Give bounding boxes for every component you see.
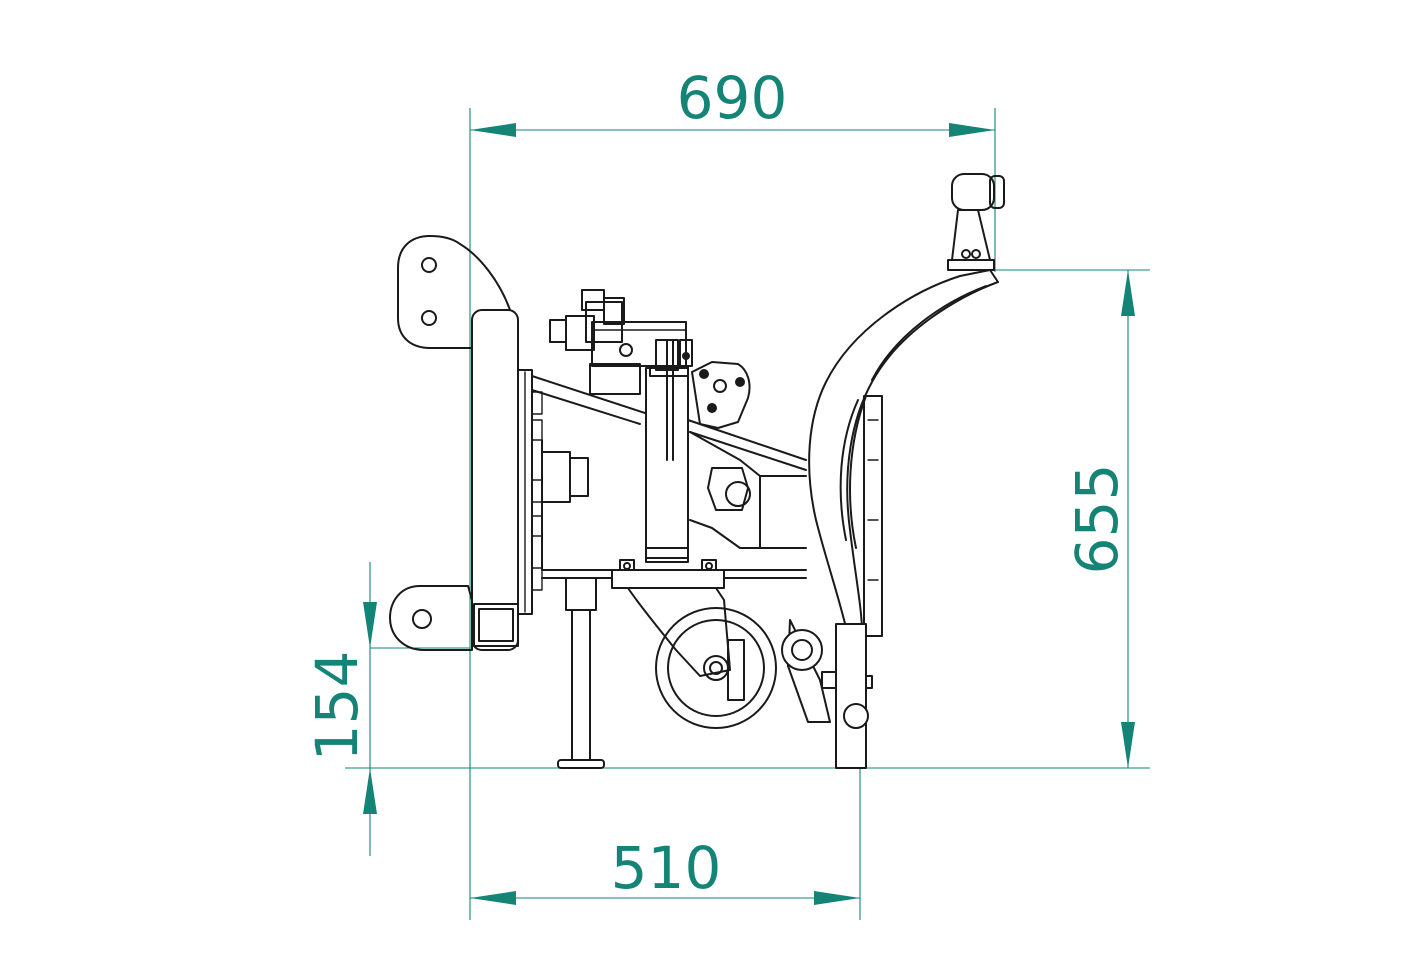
dim-overall-height: 655: [1063, 464, 1131, 575]
dim-base-width: 510: [611, 834, 722, 902]
hinge-bracket: [691, 361, 751, 429]
curved-blade: [808, 269, 999, 637]
dim-hitch-height: 154: [303, 651, 371, 762]
caster-wheel: [627, 587, 777, 729]
top-grip-lever: [947, 173, 1005, 271]
machine-outline: [389, 173, 1005, 769]
pivot-arm-shoe: [781, 619, 873, 769]
support-stand: [557, 577, 605, 769]
main-frame-post: [471, 309, 533, 651]
caster-mount-plate: [611, 559, 725, 589]
lower-hitch-plate: [389, 585, 473, 651]
plate-bolts: [531, 391, 543, 591]
dimension-lines: 690 510 655 154: [303, 64, 1150, 920]
hydraulic-valve: [549, 289, 687, 395]
dim-overall-width: 690: [677, 64, 788, 132]
steering-column: [645, 339, 693, 563]
